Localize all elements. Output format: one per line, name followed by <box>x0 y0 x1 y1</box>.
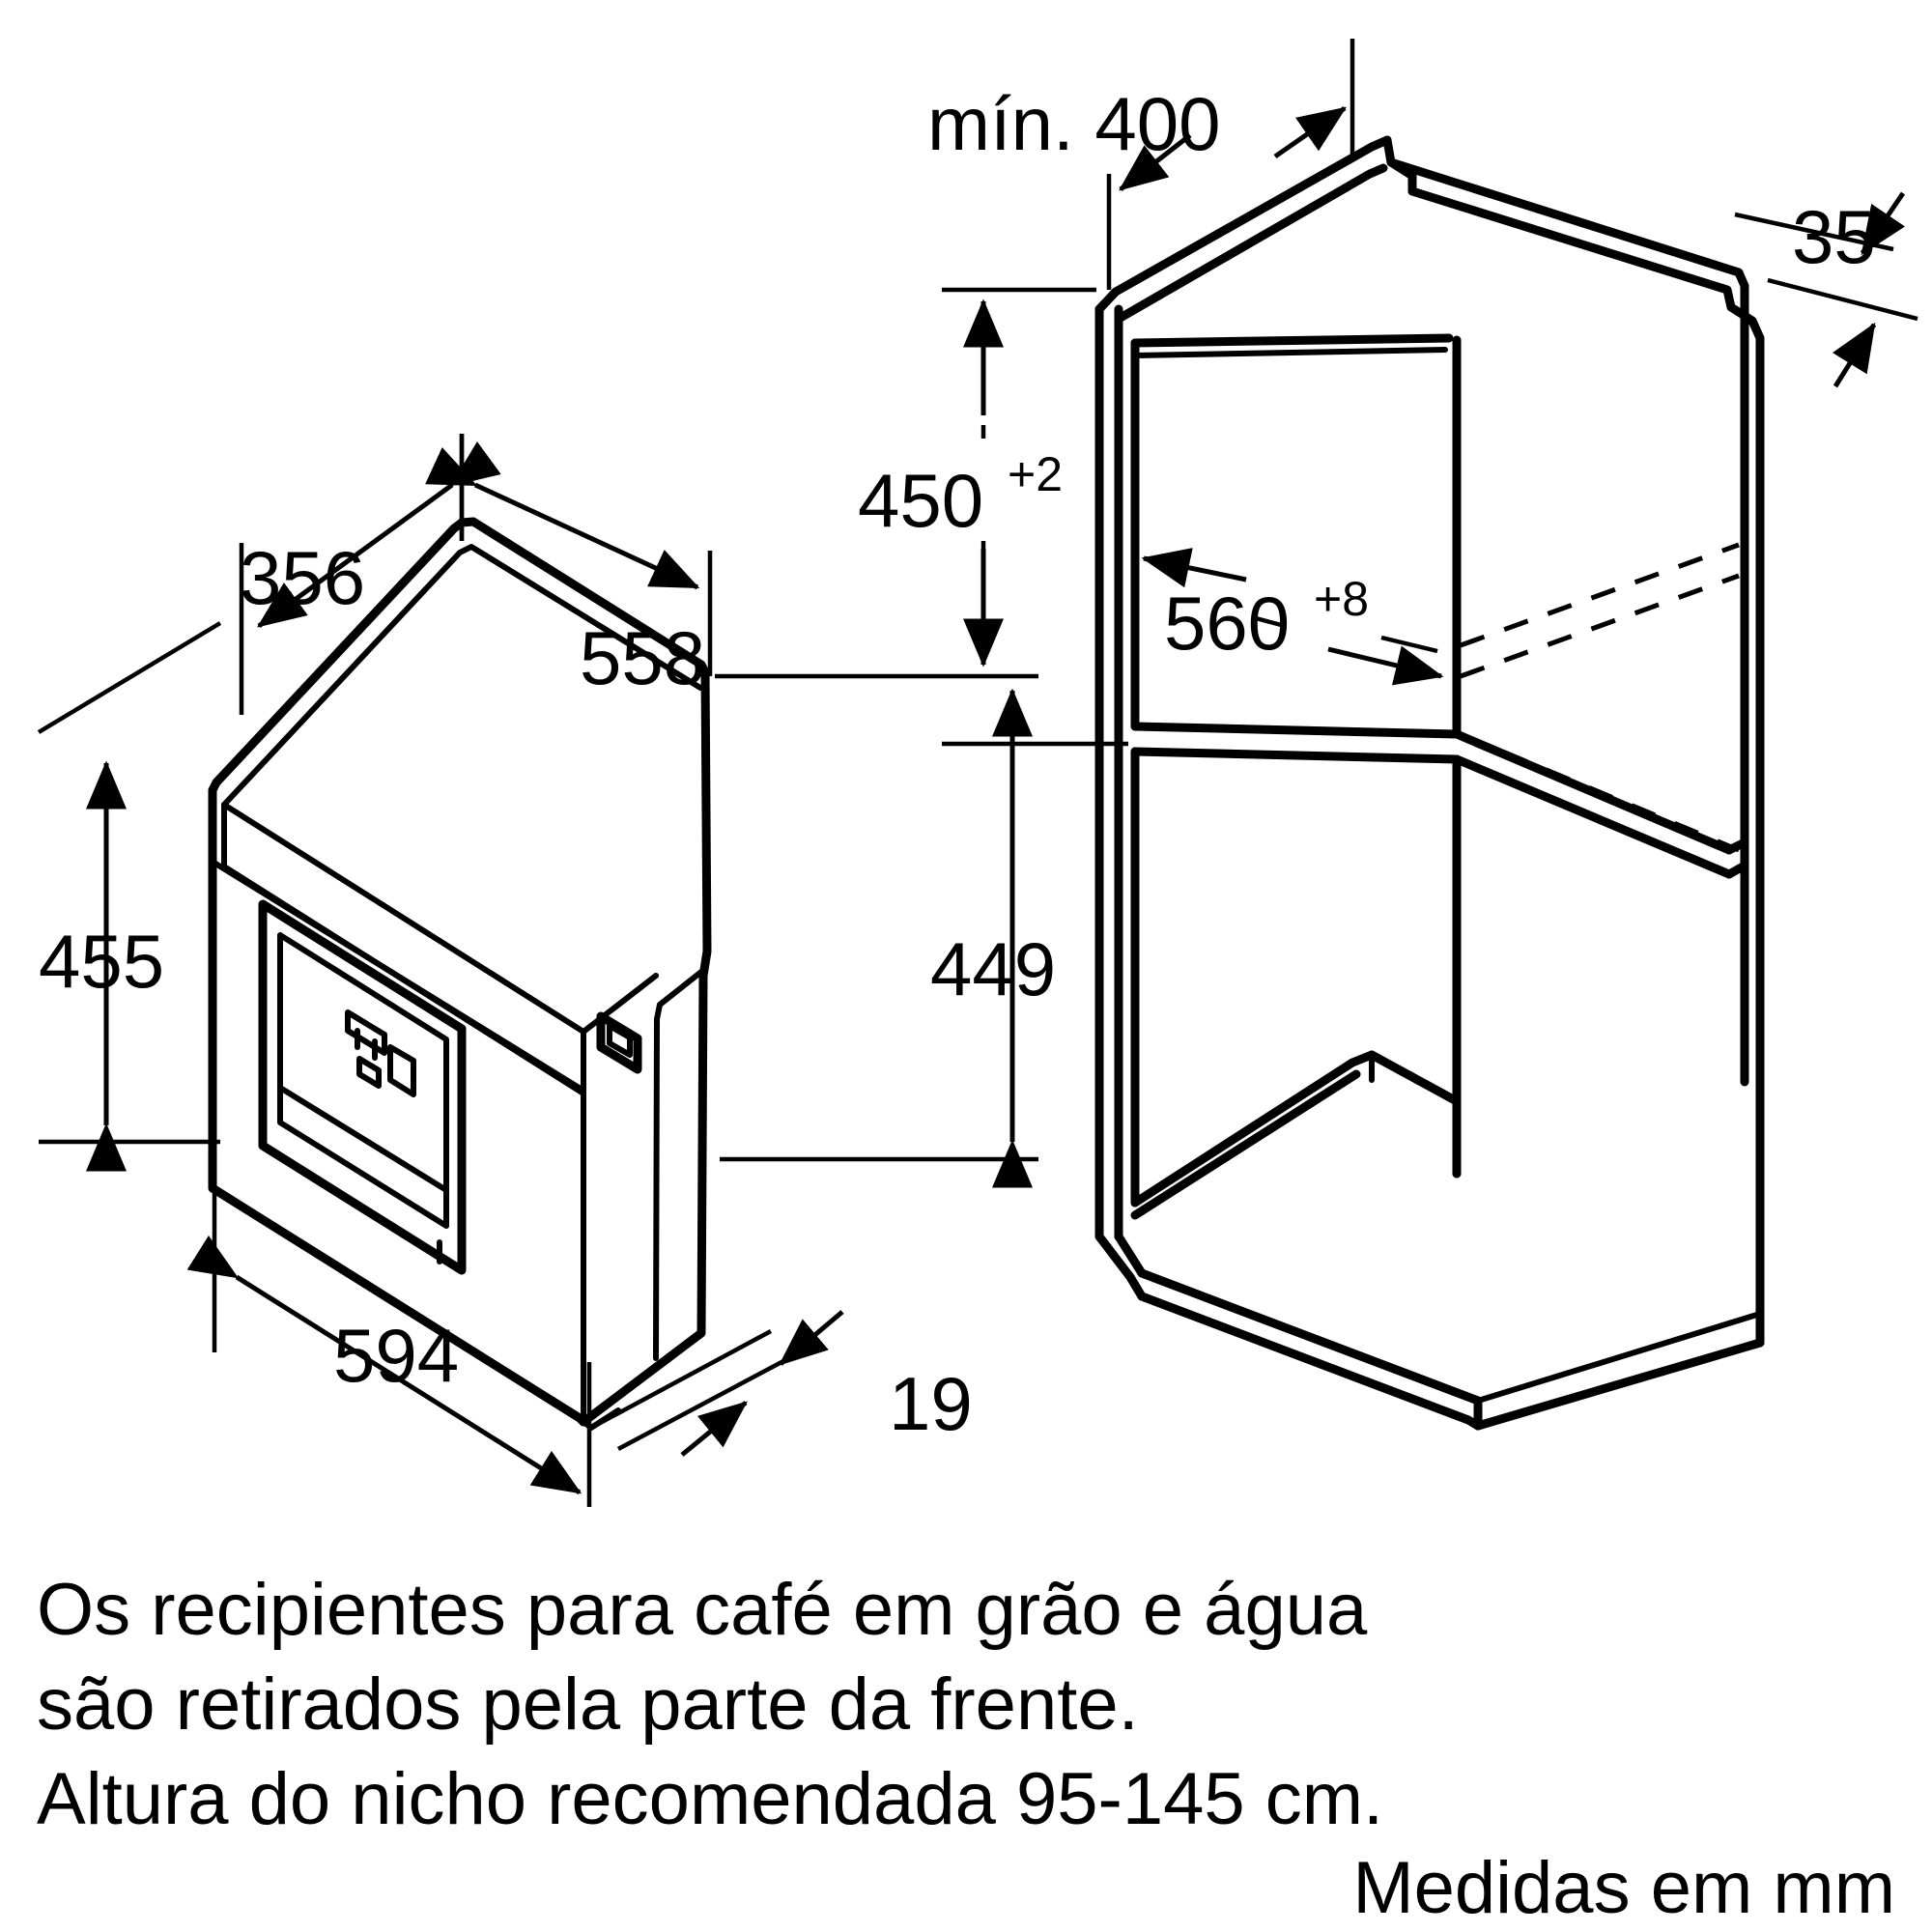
label-450-tolerance: +2 <box>1008 447 1063 501</box>
label-450: 450 <box>858 458 983 543</box>
label-19: 19 <box>889 1361 973 1446</box>
dimension-558 <box>425 434 713 676</box>
dimension-19 <box>589 1310 844 1457</box>
label-558: 558 <box>580 615 705 700</box>
note-line-3: Altura do nicho recomendada 95-145 cm. <box>37 1758 1383 1840</box>
note-line-4-units: Medidas em mm <box>1352 1847 1895 1929</box>
dimension-35 <box>1734 191 1918 388</box>
label-449: 449 <box>930 926 1056 1011</box>
cabinet-illustration <box>1094 135 1765 1431</box>
label-560: 560 <box>1164 581 1290 666</box>
dimension-594 <box>186 1190 592 1507</box>
label-35: 35 <box>1792 194 1876 279</box>
dimension-min-400 <box>1106 39 1355 290</box>
dimension-449 <box>715 673 1038 1188</box>
note-line-2: são retirados pela parte da frente. <box>37 1663 1139 1746</box>
dimension-455 <box>37 621 222 1172</box>
label-min-400: mín. 400 <box>927 81 1221 166</box>
label-455: 455 <box>39 919 164 1004</box>
dimension-560 <box>1141 548 1444 686</box>
label-594: 594 <box>333 1313 459 1398</box>
dimension-450 <box>942 287 1128 747</box>
label-356: 356 <box>240 535 365 620</box>
note-line-1: Os recipientes para café em grão e água <box>37 1569 1368 1651</box>
label-560-tolerance: +8 <box>1314 572 1369 626</box>
